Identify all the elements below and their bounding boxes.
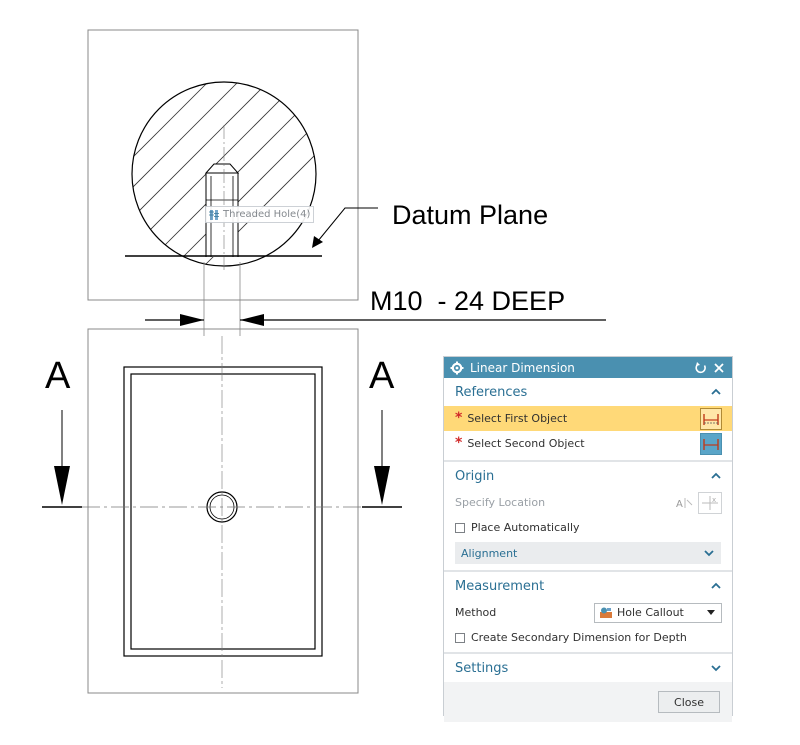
references-header[interactable]: References (444, 378, 732, 406)
required-asterisk: * (455, 410, 463, 426)
secondary-dimension-row[interactable]: Create Secondary Dimension for Depth (444, 625, 732, 650)
dialog-title-bar[interactable]: Linear Dimension (444, 357, 732, 378)
alignment-subgroup[interactable]: Alignment (455, 542, 721, 564)
method-label: Method (455, 606, 497, 619)
method-value: Hole Callout (617, 606, 684, 619)
place-automatically-row[interactable]: Place Automatically (444, 515, 732, 540)
part-inner-rect (130, 373, 316, 650)
settings-section: Settings (444, 654, 732, 682)
chevron-up-icon[interactable] (710, 580, 722, 592)
tooltip-text: Threaded Hole(4) (223, 209, 311, 220)
text-settings-icon[interactable]: A (673, 493, 695, 513)
dialog-footer: Close (444, 682, 732, 722)
hole-callout-text[interactable]: M10 - 24 DEEP (370, 286, 565, 316)
secondary-dimension-checkbox[interactable] (455, 632, 465, 643)
method-select[interactable]: Hole Callout (594, 602, 722, 623)
section-a-right-arrow (374, 466, 390, 505)
settings-header[interactable]: Settings (444, 654, 732, 682)
measurement-header[interactable]: Measurement (444, 572, 732, 600)
place-automatically-checkbox[interactable] (455, 522, 465, 533)
origin-header-label: Origin (455, 468, 495, 484)
select-second-object-icon[interactable] (700, 432, 722, 455)
front-view-frame (87, 328, 359, 694)
section-a-left-arrow (54, 466, 70, 505)
settings-header-label: Settings (455, 660, 509, 676)
dropdown-arrow-icon (707, 609, 715, 615)
reset-icon[interactable] (694, 361, 708, 375)
datum-leader-arrow (312, 236, 323, 248)
top-view-frame (87, 29, 359, 301)
chevron-down-icon[interactable] (710, 662, 722, 674)
dim-arrow-left (180, 314, 204, 326)
measurement-header-label: Measurement (455, 578, 545, 594)
origin-section: Origin Specify Location A x Place Automa… (444, 462, 732, 572)
datum-plane-label: Datum Plane (392, 200, 548, 230)
required-asterisk: * (455, 435, 463, 451)
svg-text:x: x (712, 496, 716, 504)
secondary-dimension-label: Create Secondary Dimension for Depth (471, 631, 687, 644)
hole-tip (204, 163, 240, 174)
references-header-label: References (455, 384, 528, 400)
chevron-up-icon[interactable] (710, 386, 722, 398)
references-section: References * Select First Object * Selec… (444, 378, 732, 462)
select-second-object-label: Select Second Object (467, 437, 585, 450)
threaded-hole-tooltip[interactable]: Threaded Hole(4) (205, 206, 315, 223)
select-second-object-row[interactable]: * Select Second Object (444, 431, 732, 456)
chevron-up-icon[interactable] (710, 470, 722, 482)
alignment-label: Alignment (461, 546, 518, 560)
place-automatically-label: Place Automatically (471, 521, 580, 534)
select-first-object-label: Select First Object (467, 412, 568, 425)
gear-icon (450, 361, 464, 374)
measurement-section: Measurement Method Hole Callout Create S… (444, 572, 732, 654)
dim-arrow-right (240, 314, 264, 326)
specify-location-row[interactable]: Specify Location A x (444, 490, 732, 515)
close-button[interactable]: Close (658, 691, 720, 713)
hole-callout-icon (600, 607, 612, 618)
select-first-object-row[interactable]: * Select First Object (444, 406, 732, 431)
method-row: Method Hole Callout (444, 600, 732, 625)
dialog-title: Linear Dimension (470, 360, 575, 375)
origin-header[interactable]: Origin (444, 462, 732, 490)
specify-location-label: Specify Location (455, 496, 546, 509)
linear-dimension-dialog: Linear Dimension References * Select Fir… (443, 356, 733, 722)
chevron-down-icon[interactable] (703, 547, 715, 559)
point-location-icon[interactable]: x (698, 491, 722, 514)
close-icon[interactable] (712, 361, 726, 375)
select-first-object-icon[interactable] (700, 407, 722, 430)
datum-leader (317, 207, 378, 242)
section-a-right-label: A (369, 355, 395, 397)
part-outer-rect (123, 366, 323, 657)
threaded-hole-icon (209, 209, 219, 220)
section-a-left-label: A (45, 355, 71, 397)
svg-text:A: A (676, 499, 683, 510)
